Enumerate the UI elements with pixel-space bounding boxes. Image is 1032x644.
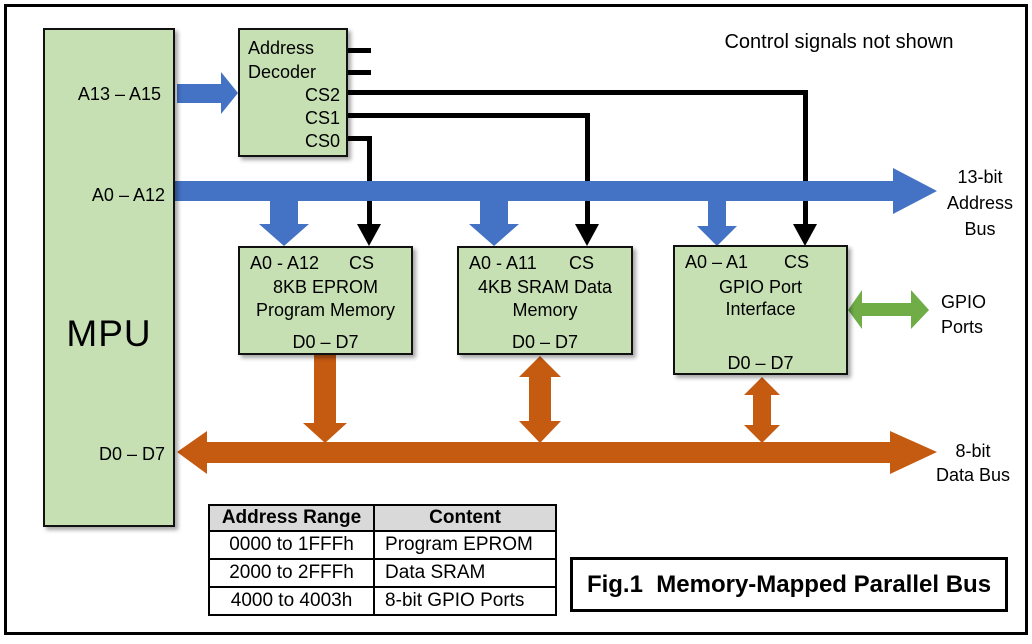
figure-caption: Fig.1 Memory-Mapped Parallel Bus xyxy=(570,557,1008,612)
gpio-ports-label-line1: GPIO xyxy=(941,292,987,312)
memory-map-table: Address Range Content 0000 to 1FFFh Prog… xyxy=(207,504,557,616)
table-cell-range: 4000 to 4003h xyxy=(207,586,376,616)
cs0-trace xyxy=(348,136,381,246)
table-row: 0000 to 1FFFh Program EPROM xyxy=(207,530,557,560)
cs1-trace xyxy=(348,113,599,246)
table-cell-content: Data SRAM xyxy=(373,558,557,588)
address-bus-label-line3: Bus xyxy=(964,219,996,239)
table-header-row: Address Range Content xyxy=(207,504,557,532)
table-row: 4000 to 4003h 8-bit GPIO Ports xyxy=(207,586,557,616)
data-bus-label-line1: 8-bit xyxy=(955,441,991,461)
data-bus-label-line2: Data Bus xyxy=(935,465,1011,485)
gpio-ports-arrow xyxy=(848,290,929,329)
address-bus-label-line2: Address xyxy=(946,193,1014,213)
address-bus-label-line1: 13-bit xyxy=(957,167,1003,187)
cs2-trace xyxy=(348,90,817,246)
table-cell-content: 8-bit GPIO Ports xyxy=(373,586,557,616)
table-cell-range: 2000 to 2FFFh xyxy=(207,558,376,588)
address-drop-eprom xyxy=(259,201,309,246)
outer-border xyxy=(4,4,1028,635)
address-drop-gpio xyxy=(697,201,737,246)
decoder-stub-lines xyxy=(348,48,371,75)
data-link-sram xyxy=(519,356,561,443)
data-link-gpio xyxy=(744,377,780,443)
gpio-ports-label-line2: Ports xyxy=(941,317,984,337)
a13-a15-arrow xyxy=(177,72,238,114)
table-cell-content: Program EPROM xyxy=(373,530,557,560)
table-header-content: Content xyxy=(373,504,557,532)
table-row: 2000 to 2FFFh Data SRAM xyxy=(207,558,557,588)
table-cell-range: 0000 to 1FFFh xyxy=(207,530,376,560)
address-bus-label: 13-bit Address Bus xyxy=(938,164,1022,242)
gpio-ports-label: GPIO Ports xyxy=(941,290,1021,340)
data-bus-arrow xyxy=(177,431,937,474)
data-bus-label: 8-bit Data Bus xyxy=(933,439,1013,487)
control-note: Control signals not shown xyxy=(724,31,954,53)
address-bus-arrow xyxy=(175,168,937,214)
data-link-eprom xyxy=(303,355,347,443)
address-drop-sram xyxy=(469,201,519,246)
table-header-address-range: Address Range xyxy=(207,504,376,532)
